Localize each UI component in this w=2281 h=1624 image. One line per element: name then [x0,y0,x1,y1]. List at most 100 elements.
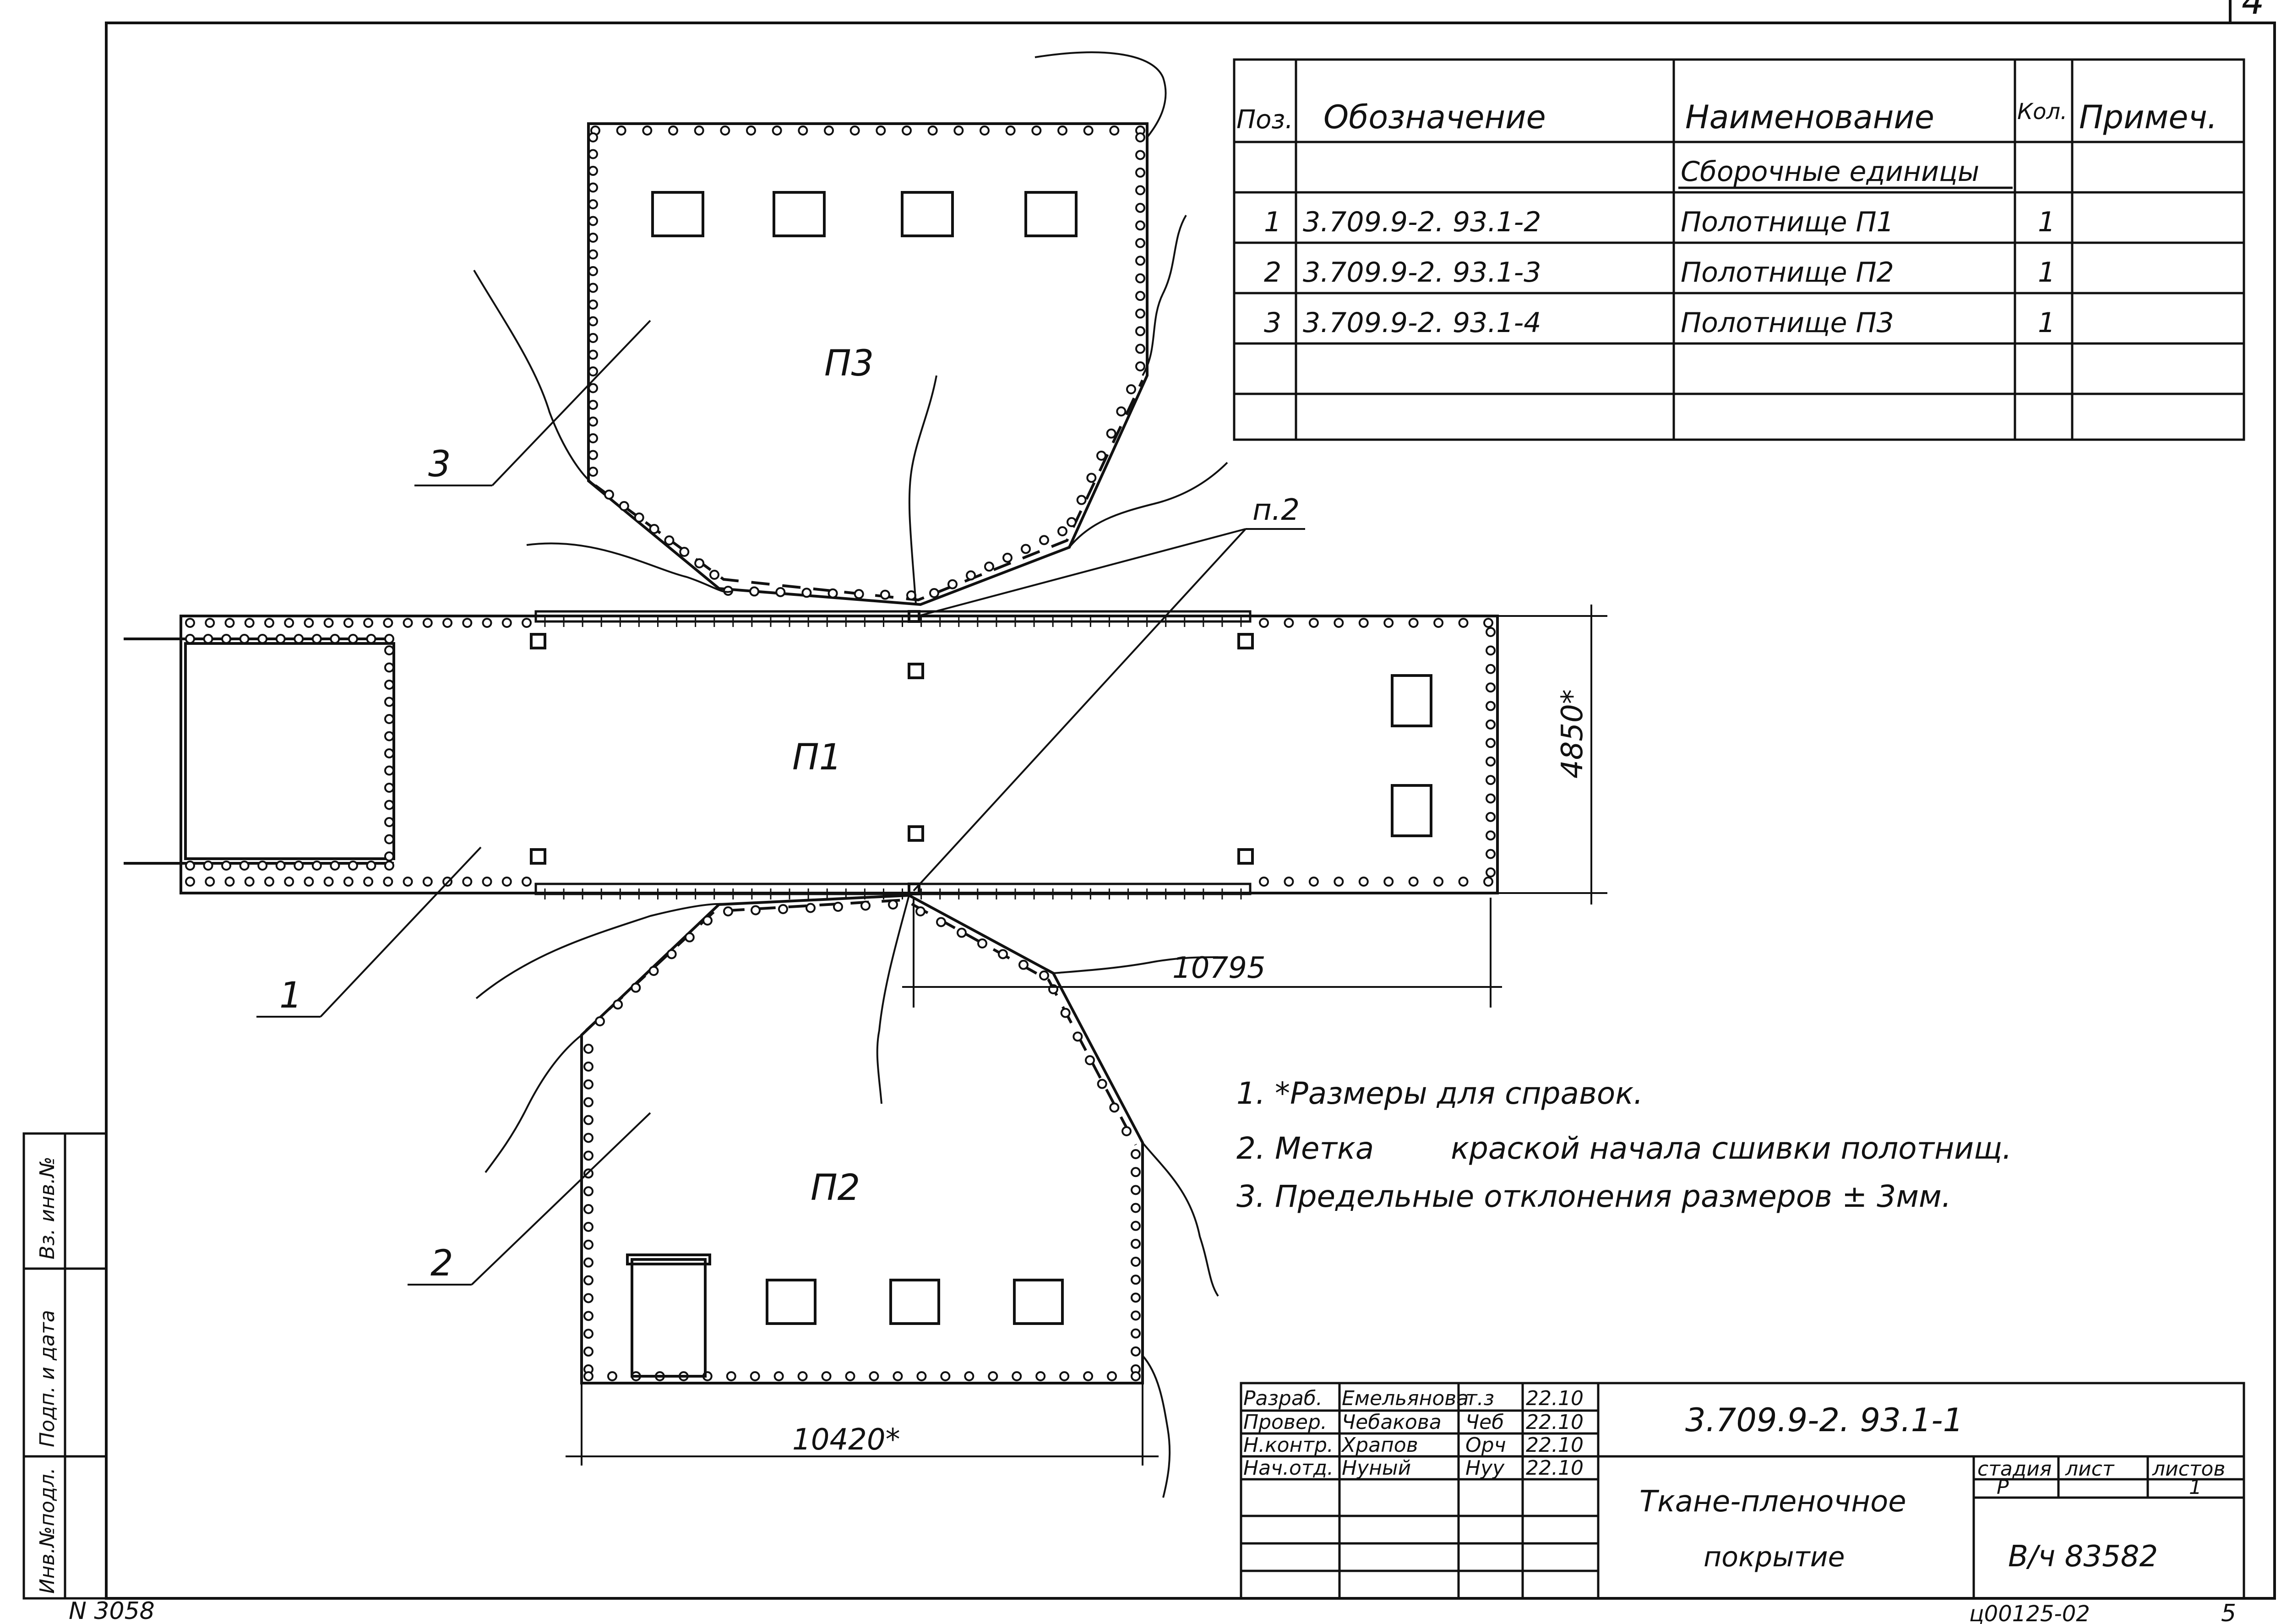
panel-p3-windows [651,191,1078,237]
callout-1: 1 [279,975,302,1016]
grommet-dot [1259,618,1269,628]
grommet-dot [588,216,598,226]
tb-stage-label: стадия [1977,1457,2052,1481]
grommet-dot [311,861,322,871]
grommet-dot [1408,877,1419,887]
panel-p2-seam-dashed [585,898,1137,1146]
grommet-dot [1085,1055,1095,1065]
spec-header-note: Примеч. [2079,98,2217,136]
grommet-dot [588,266,598,276]
panel-p1: П1 [124,610,1499,899]
grommet-dot [1135,308,1145,319]
panel-p2: П2 [475,894,1219,1498]
grommet-dot [957,927,967,938]
grommet-dot [588,249,598,260]
grommet-dot [384,662,394,673]
table-row: 3 3.709.9-2. 93.1-4 Полотнище П3 1 [1264,307,2055,339]
guide-thread [1142,1142,1219,1297]
table-row: Нач.отд. Нуный Нуу 22.10 [1243,1456,1584,1480]
grommet-dot [1358,877,1369,887]
grommet-dot [522,877,532,887]
grommet-row [915,906,1049,981]
grommet-dot [442,618,453,628]
grommet-row [1486,627,1496,877]
grommet-dot [1259,877,1269,887]
grommet-dot [1131,1275,1141,1285]
grommet-row [384,645,394,861]
panel-p3-dots [588,125,1145,600]
grommet-dot [746,125,756,136]
grommet-dot [916,1371,927,1381]
panel-p2-windows [766,1279,1064,1325]
grommet-dot [384,748,394,758]
grommet-dot [1135,185,1145,196]
bottom-page: 5 [2221,1600,2236,1624]
callout-3: 3 [428,444,451,485]
grommet-dot [588,149,598,159]
spec-row-qty: 1 [2038,256,2055,289]
spec-row-pos: 2 [1264,256,1281,289]
note-line: 3. Предельные отклонения размеров ± 3мм. [1236,1179,1951,1214]
tb-date: 22.10 [1526,1456,1584,1480]
spec-row-designation: 3.709.9-2. 93.1-2 [1303,206,1541,238]
note-line: 1. *Размеры для справок. [1236,1076,1643,1111]
grommet-dot [797,1371,808,1381]
grommet-dot [1086,473,1097,483]
grommet-dot [583,1239,593,1250]
grommet-dot [323,618,334,628]
grommet-dot [1131,1257,1141,1267]
tb-sign: Чеб [1465,1411,1504,1434]
panel-p1-doorway [124,638,395,865]
grommet-dot [588,166,598,176]
grommet-dot [294,861,304,871]
tb-name: Храпов [1341,1433,1418,1457]
grommet-dot [1109,125,1120,136]
grommet-dot [833,902,843,912]
grommet-dot [588,199,598,209]
grommet-dot [384,680,394,690]
grommet-dot [384,783,394,793]
grommet-dot [964,1371,974,1381]
grommet-dot [384,800,394,810]
grommet-dot [588,433,598,443]
spec-row-name: Полотнище П3 [1681,307,1894,339]
grommet-dot [384,731,394,741]
grommet-row [583,1044,593,1374]
grommet-dot [203,861,213,871]
guide-thread [1034,51,1167,138]
grommet-dot [888,899,898,910]
tb-sign: Нуу [1465,1456,1505,1480]
spec-row-designation: 3.709.9-2. 93.1-3 [1303,256,1541,289]
tb-name: Нуный [1342,1456,1411,1480]
dimension-width: 10420* [792,1423,900,1457]
grommet-dot [1057,526,1067,536]
grommet-dot [1021,544,1031,554]
grommet-dot [1486,812,1496,822]
spec-table-rows: 1 3.709.9-2. 93.1-2 Полотнище П1 1 2 3.7… [1264,206,2055,339]
grommet-dot [1308,618,1319,628]
grommet-dot [801,588,812,598]
grommet-dot [588,316,598,327]
grommet-dot [1383,618,1394,628]
grommet-dot [224,877,235,887]
grommet-dot [583,1133,593,1143]
grommet-dot [363,618,374,628]
grommet-dot [588,300,598,310]
guide-thread [1142,1355,1171,1498]
tb-date: 22.10 [1526,1387,1584,1410]
guide-thread [876,895,910,1104]
grommet-dot [998,949,1008,959]
grommet-dot [1106,428,1116,439]
grommet-dot [588,383,598,393]
grommet-dot [1486,849,1496,859]
grommet-dot [821,1371,832,1381]
side-stamp [22,1132,108,1600]
grommet-dot [702,916,713,926]
grommet-dot [588,366,598,376]
grommet-dot [1116,406,1127,417]
grommet-dot [583,1311,593,1321]
grommet-dot [583,1329,593,1339]
grommet-dot [1076,495,1087,505]
seam-ticks [544,888,1242,899]
grommet-dot [348,861,358,871]
